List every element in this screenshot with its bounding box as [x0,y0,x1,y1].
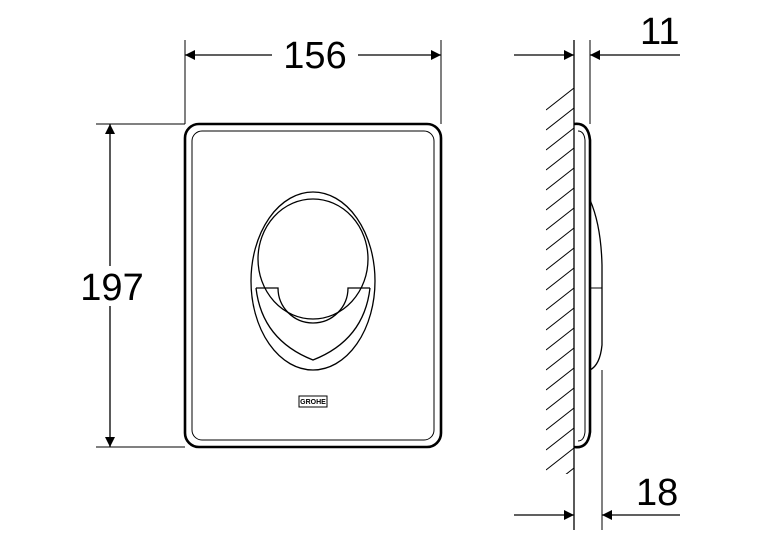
plate-inner-outline [191,130,435,441]
plate-profile [573,122,592,449]
logo: GROHE [298,395,328,408]
plate-depth-label: 11 [640,11,679,53]
flush-button [250,191,376,371]
side-view: 11 18 [514,11,680,530]
logo-text: GROHE [300,399,326,406]
plate-outline [183,122,443,449]
front-view: GROHE 156 197 [80,35,443,449]
wall-hatching [546,88,574,474]
width-dimension-label: 156 [283,35,346,77]
plate-profile-inner [577,130,586,442]
height-dimension-label: 197 [80,267,143,309]
total-depth-label: 18 [636,472,678,514]
button-profile [589,199,603,371]
